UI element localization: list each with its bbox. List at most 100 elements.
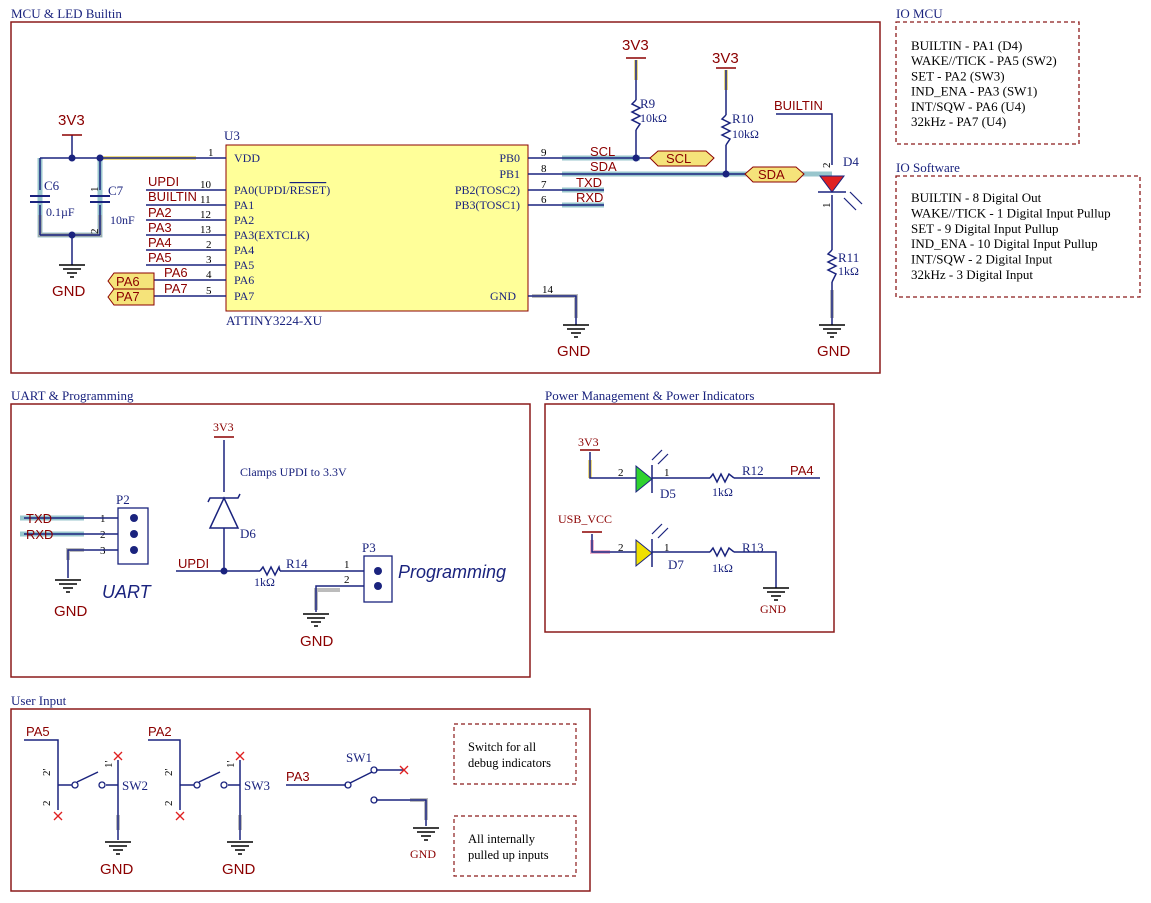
uart-label: UART (102, 582, 153, 602)
u3-pin-num: 2 (206, 239, 212, 251)
u3-pin-num: 12 (200, 209, 211, 221)
net-pa5-input: PA5 (26, 724, 50, 739)
io-mcu-line: INT/SQW - PA6 (U4) (911, 99, 1025, 114)
uart-3v3-symbol: 3V3 (213, 420, 235, 438)
svg-text:2: 2 (89, 229, 101, 235)
io-software-line: SET - 9 Digital Input Pullup (911, 221, 1058, 236)
d4-designator: D4 (843, 154, 859, 169)
port-scl[interactable]: SCL (649, 150, 715, 167)
net-scl-mcu: SCL (590, 144, 615, 159)
r14-designator: R14 (286, 556, 308, 571)
u3-pin-num: 5 (206, 285, 212, 297)
net-sda-mcu: SDA (590, 159, 617, 174)
sw1-designator: SW1 (346, 750, 372, 765)
clamp-note: Clamps UPDI to 3.3V (240, 465, 347, 479)
svg-text:PA6: PA6 (116, 274, 140, 289)
r9-value: 10kΩ (640, 111, 667, 125)
net-rxd-mcu: RXD (576, 190, 603, 205)
io-mcu-line: 32kHz - PA7 (U4) (911, 114, 1006, 129)
svg-text:1': 1' (103, 761, 115, 769)
svg-text:debug indicators: debug indicators (468, 756, 551, 770)
svg-text:1: 1 (100, 513, 106, 525)
svg-text:SDA: SDA (758, 167, 785, 182)
p3-designator: P3 (362, 540, 376, 555)
p2-designator: P2 (116, 492, 130, 507)
u3-part: ATTINY3224-XU (226, 313, 323, 328)
sheet-title-uart: UART & Programming (11, 388, 134, 403)
led-d5[interactable]: 2 1 D5 (618, 449, 676, 501)
sheet-uart: UART & Programming (10, 388, 531, 678)
switch-sw3[interactable]: SW3 (193, 771, 270, 793)
sheet-title-mcu: MCU & LED Builtin (11, 6, 122, 21)
io-software-title: IO Software (896, 160, 960, 175)
net-builtin-mcu: BUILTIN (148, 189, 197, 204)
port-pa7[interactable]: PA7 (107, 288, 155, 306)
r10-3v3-symbol: 3V3 (712, 50, 739, 69)
sheet-input: User Input (10, 693, 591, 892)
sw3-designator: SW3 (244, 778, 270, 793)
u3-pin-name: PB1 (499, 167, 520, 181)
led-d4[interactable]: D4 2 1 (818, 154, 863, 211)
u3-pin-name: PA1 (234, 198, 254, 212)
sw2-gnd: GND (100, 841, 134, 878)
u3-pin-num: 1 (208, 147, 214, 159)
svg-text:2: 2 (618, 467, 624, 479)
net-pa2-mcu: PA2 (148, 205, 172, 220)
net-pa4-power: PA4 (790, 463, 814, 478)
io-mcu-line: WAKE//TICK - PA5 (SW2) (911, 53, 1057, 68)
switch-sw2[interactable]: SW2 (71, 771, 148, 793)
sheet-mcu: MCU & LED Builtin (10, 6, 881, 374)
u3-pin-name: VDD (234, 151, 260, 165)
switch-sw1[interactable]: SW1 (344, 750, 378, 804)
diode-d6[interactable]: D6 (207, 493, 256, 541)
net-updi-uart: UPDI (178, 556, 209, 571)
r11-value: 1kΩ (838, 264, 859, 278)
net-pa3-input: PA3 (286, 769, 310, 784)
net-pa3-mcu: PA3 (148, 220, 172, 235)
net-pa7-mcu: PA7 (164, 281, 188, 296)
net-updi-mcu: UPDI (148, 174, 179, 189)
port-pa6[interactable]: PA6 (107, 272, 155, 290)
net-rxd-uart: RXD (26, 527, 53, 542)
r10-designator: R10 (732, 111, 754, 126)
port-sda[interactable]: SDA (744, 166, 805, 183)
net-txd-mcu: TXD (576, 175, 602, 190)
io-mcu-line: IND_ENA - PA3 (SW1) (911, 84, 1037, 99)
svg-text:GND: GND (222, 861, 256, 878)
connector-p3[interactable]: P3 1 2 (344, 540, 393, 603)
mcu-3v3-label: 3V3 (58, 112, 85, 129)
u3-designator: U3 (224, 128, 240, 143)
capacitor-c6[interactable]: C6 0.1µF (30, 178, 75, 219)
svg-text:3V3: 3V3 (578, 435, 599, 449)
io-software-line: 32kHz - 3 Digital Input (911, 267, 1033, 282)
power-gnd: GND (760, 587, 790, 616)
net-builtin-led: BUILTIN (774, 98, 823, 113)
svg-text:Switch for all: Switch for all (468, 740, 537, 754)
svg-text:2': 2' (163, 769, 175, 777)
sw2-designator: SW2 (122, 778, 148, 793)
svg-text:All internally: All internally (468, 832, 536, 846)
svg-text:1': 1' (225, 761, 237, 769)
mcu-u3[interactable]: U3 ATTINY3224-XU VDD1PA0(UPDI/RESET)10PA… (200, 128, 554, 328)
svg-text:2': 2' (41, 769, 53, 777)
r14-value: 1kΩ (254, 575, 275, 589)
svg-text:3: 3 (100, 545, 106, 557)
sw3-gnd: GND (222, 841, 256, 878)
io-mcu-title: IO MCU (896, 6, 943, 21)
power-3v3-symbol: 3V3 (578, 435, 601, 451)
u3-pin-num: 10 (200, 179, 212, 191)
led-d7[interactable]: 2 1 D7 (618, 523, 684, 572)
u3-pin-name: PB3(TOSC1) (455, 198, 520, 212)
r9-designator: R9 (640, 96, 655, 111)
u3-pin-num: 6 (541, 194, 547, 206)
mcu-gnd-left: GND (52, 264, 86, 300)
svg-text:3V3: 3V3 (622, 37, 649, 54)
connector-p2[interactable]: P2 1 2 3 (100, 492, 149, 565)
u3-pin-name: PA7 (234, 289, 254, 303)
svg-text:2: 2 (618, 542, 624, 554)
r11-designator: R11 (838, 250, 859, 265)
io-software-line: INT/SQW - 2 Digital Input (911, 252, 1053, 267)
sheet-power: Power Management & Power Indicators (544, 388, 835, 633)
svg-text:2: 2 (821, 163, 833, 169)
capacitor-c7[interactable]: C7 10nF 1 2 (89, 183, 135, 234)
